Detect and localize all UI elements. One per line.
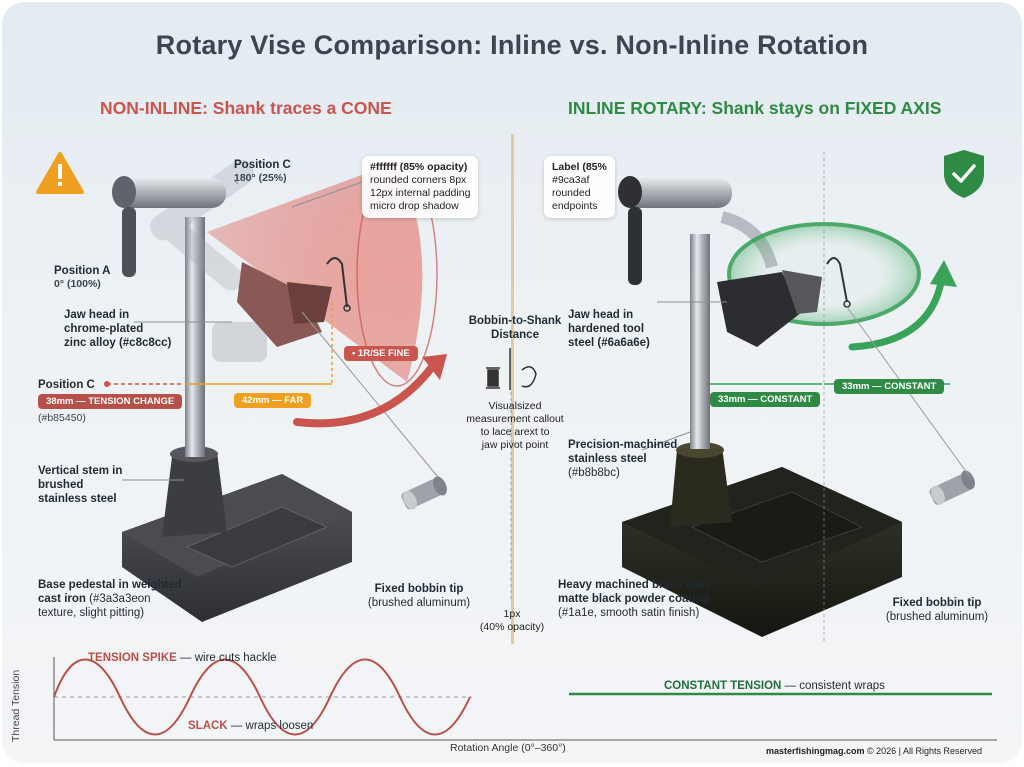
page-title: Rotary Vise Comparison: Inline vs. Non-I… [155,30,869,60]
position-c-top-label: Position C 180° (25%) [234,159,291,184]
left-vise [104,159,447,622]
tension-spike-label: TENSION SPIKE — wire cuts hackle [88,652,277,664]
fine-pill: • 1R/SE FINE [344,346,418,361]
shield-check-icon [944,150,984,198]
graph-x-label: Rotation Angle (0°–360°) [450,742,566,754]
constant-tension-label: CONSTANT TENSION — consistent wraps [664,680,885,692]
left-bobbin-icon [401,476,447,510]
warning-icon [36,152,84,194]
left-bobbin-label: Fixed bobbin tip(brushed aluminum) [367,583,471,609]
center-heading: Bobbin-to-Shank Distance [468,315,562,341]
tension-graph [53,657,997,741]
right-vise [618,152,975,642]
tension-wave [53,658,471,736]
constant-pill-2: 33mm — CONSTANT [834,379,945,394]
left-base-label: Base pedestal in weighted cast iron (#3a… [38,579,182,619]
left-jaw-head-label: Jaw head in chrome-plated zinc alloy (#c… [64,309,172,349]
right-bobbin-label: Fixed bobbin tip(brushed aluminum) [885,597,989,623]
position-a-label: Position A 0° (100%) [54,265,111,290]
right-bobbin-icon [929,470,975,505]
center-divider [511,134,514,644]
right-jaw-head-label: Jaw head in hardened tool steel (#6a6a6e… [568,309,650,349]
right-header: INLINE ROTARY: Shank stays on FIXED AXIS [568,98,942,118]
slack-label: SLACK — wraps loosen [188,720,314,732]
center-description: Visualsized measurement callout to lace … [466,400,564,451]
left-header: NON-INLINE: Shank traces a CONE [100,98,392,118]
center-line-note: 1px (40% opacity) [479,608,545,633]
precision-label: Precision-machined stainless steel (#b8b… [568,439,678,479]
left-style-callout: #ffffff (85% opacity) rounded corners 8p… [362,156,479,218]
tension-change-color-label: (#b85450) [38,412,86,424]
right-style-callout: Label (85% #9ca3af rounded endpoints [544,156,615,218]
footer: masterfishingmag.com © 2026 | All Rights… [765,746,982,756]
stem-label: Vertical stem in brushed stainless steel [38,465,123,505]
position-c-side-label: Position C [38,379,95,391]
constant-pill-1: 33mm — CONSTANT [710,392,821,407]
right-base-label: Heavy machined brass with matte black po… [558,579,710,619]
graph-y-label: Thread Tension [10,669,22,742]
bobbin-shank-icon [486,348,537,390]
far-pill: 42mm — FAR [234,393,312,408]
tension-change-pill: 38mm — TENSION CHANGE [38,394,183,409]
